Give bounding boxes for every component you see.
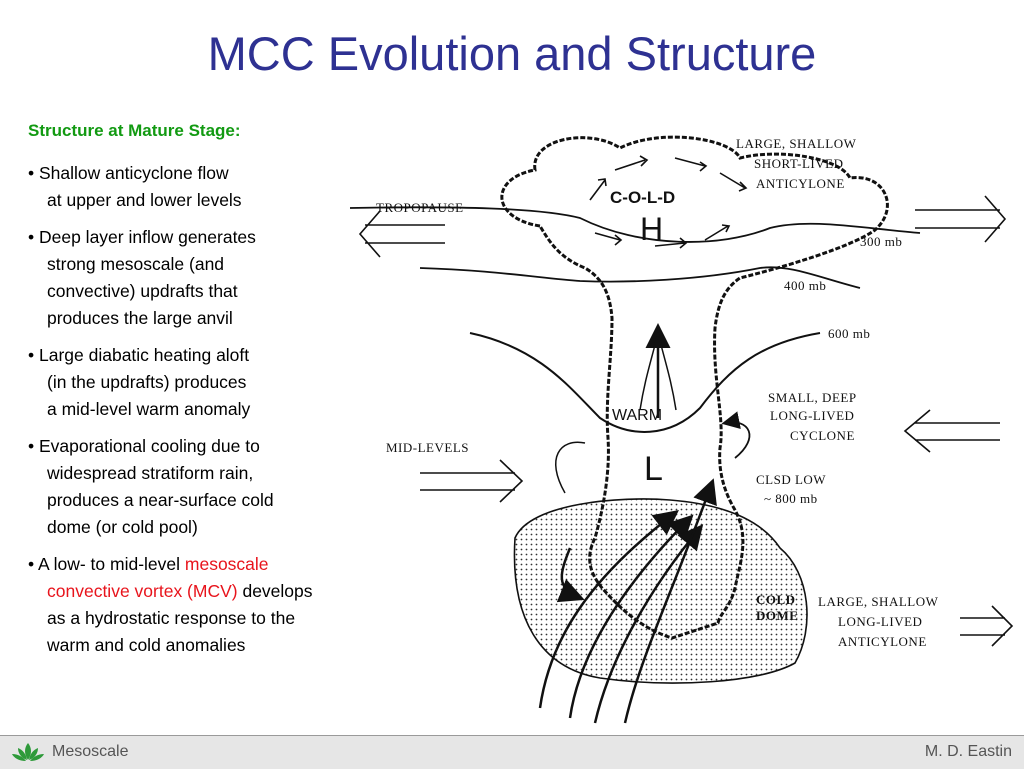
lower-anticyclone-label: LARGE, SHALLOW (818, 594, 939, 609)
mcv-highlight: convective vortex (MCV) (47, 581, 238, 601)
cyclone-swirl (721, 411, 751, 459)
bullet-line: produces a near-surface cold (47, 490, 274, 510)
mcc-structure-diagram: TROPOPAUSE LARGE, SHALLOW SHORT-LIVED AN… (349, 135, 1014, 724)
p300-label: 300 mb (860, 234, 902, 249)
lower-anticyclone-label: LONG-LIVED (838, 614, 922, 629)
bullet-line: warm and cold anomalies (47, 635, 246, 655)
cyclone-label: SMALL, DEEP (768, 390, 857, 405)
mcv-highlight: mesoscale (184, 554, 269, 574)
lotus-logo-icon (12, 743, 44, 761)
inflow-arrows (538, 478, 717, 724)
bullet-line: dome (or cold pool) (47, 517, 198, 537)
warm-label: WARM (612, 407, 662, 424)
bullet-line: widespread stratiform rain, (47, 463, 254, 483)
pressure-300mb-line (349, 206, 921, 243)
subheading: Structure at Mature Stage: (28, 121, 241, 140)
pressure-400mb-line (419, 266, 861, 289)
bullet-list: • Shallow anticyclone flow at upper and … (28, 160, 408, 669)
bullet-item: • Shallow anticyclone flow at upper and … (28, 160, 408, 214)
footer-bar: Mesoscale M. D. Eastin (0, 735, 1024, 769)
cold-dome-label: COLD (756, 592, 796, 607)
outflow-arrow-lower-right (960, 605, 1014, 647)
mid-levels-label: MID-LEVELS (386, 440, 469, 455)
cloud-outline (500, 135, 889, 640)
cold-label: C-O-L-D (610, 188, 675, 207)
cyclone-label: LONG-LIVED (770, 408, 854, 423)
bullet-line: a mid-level warm anomaly (47, 399, 251, 419)
bullet-line: convective) updrafts that (47, 281, 238, 301)
bullet-text: develops (237, 581, 313, 601)
bullet-line: • A low- to mid-level mesoscale (28, 551, 408, 578)
slide-title: MCC Evolution and Structure (207, 27, 817, 80)
cold-dome-label: DOME (756, 608, 798, 623)
inflow-arrow-right (903, 409, 1000, 453)
bullet-line: strong mesoscale (and (47, 254, 225, 274)
bullet-line: • Shallow anticyclone flow (28, 163, 229, 183)
bullet-line: convective vortex (MCV) develops (28, 578, 408, 605)
bullet-item: • Large diabatic heating aloft (in the u… (28, 342, 408, 423)
footer-author: M. D. Eastin (924, 743, 1012, 760)
bullet-line: produces the large anvil (47, 308, 233, 328)
bullet-text: • A low- to mid-level (28, 554, 185, 574)
low-pressure-label: L (644, 450, 663, 488)
bullet-line: as a hydrostatic response to the (47, 608, 296, 628)
upper-anticyclone-label: ANTICYLONE (756, 176, 845, 191)
bullet-line: • Large diabatic heating aloft (28, 345, 250, 365)
pressure-600mb-line (469, 332, 821, 433)
bullet-line: (in the updrafts) produces (47, 372, 247, 392)
footer-course-name: Mesoscale (52, 743, 129, 760)
p600-label: 600 mb (828, 326, 870, 341)
p400-label: 400 mb (784, 278, 826, 293)
upper-circulation-arrows (589, 155, 748, 249)
bullet-item: • A low- to mid-level mesoscale convecti… (28, 551, 408, 659)
bullet-line: • Evaporational cooling due to (28, 436, 260, 456)
cold-dome-region (513, 498, 808, 684)
bullet-line: at upper and lower levels (47, 190, 242, 210)
bullet-item: • Deep layer inflow generates strong mes… (28, 224, 408, 332)
cyclone-label: CYCLONE (790, 428, 855, 443)
bullet-line: • Deep layer inflow generates (28, 227, 256, 247)
inflow-arrow-left (420, 459, 524, 503)
outflow-arrow-right (915, 195, 1007, 243)
bullet-item: • Evaporational cooling due to widesprea… (28, 433, 408, 541)
lower-anticyclone-label: ANTICYLONE (838, 634, 927, 649)
outflow-arrow-left (358, 210, 445, 258)
tropopause-label: TROPOPAUSE (376, 200, 464, 215)
upper-anticyclone-label: LARGE, SHALLOW (736, 136, 857, 151)
upper-anticyclone-label: SHORT-LIVED (754, 156, 843, 171)
clsd-low-label: ~ 800 mb (764, 491, 818, 506)
high-pressure-label: H (640, 211, 663, 247)
clsd-low-label: CLSD LOW (756, 472, 826, 487)
